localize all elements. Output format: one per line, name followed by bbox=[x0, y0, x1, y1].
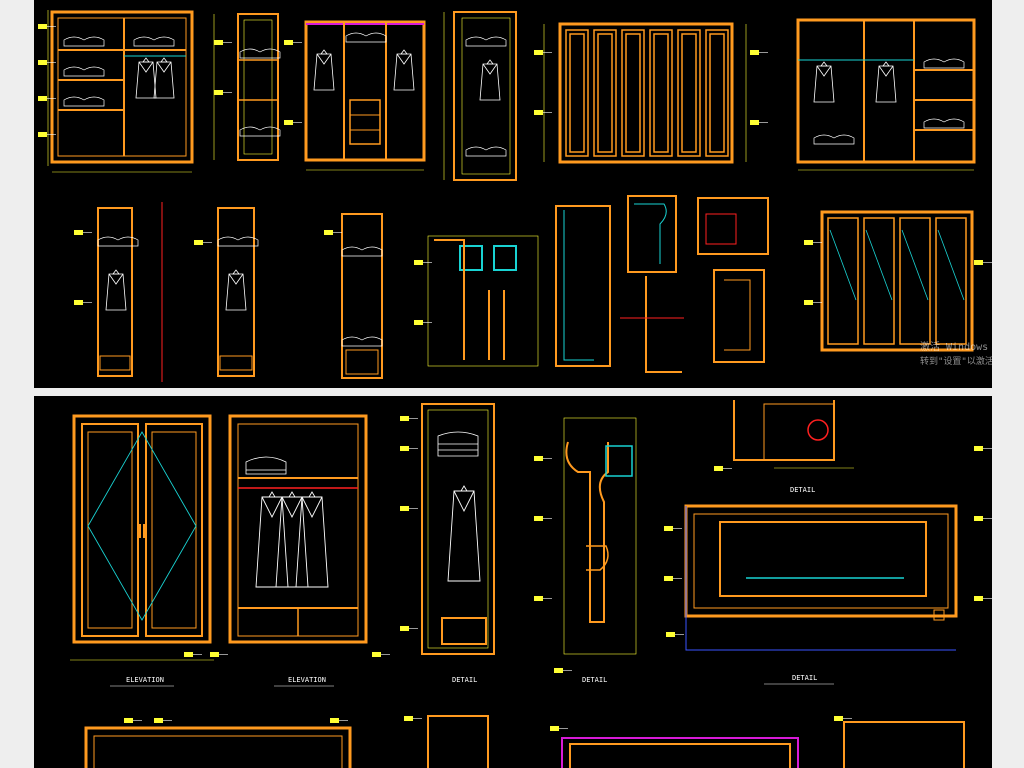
wardrobe-section-4 bbox=[443, 11, 517, 181]
title-elevation-1: ELEVATION bbox=[126, 676, 164, 684]
profile-detail: DETAIL bbox=[563, 417, 637, 684]
wardrobe-elevation-1 bbox=[47, 10, 194, 173]
overlay-line-1: 激活 Windows bbox=[920, 340, 988, 353]
wardrobe-section-2 bbox=[213, 13, 281, 161]
title-detail-4: DETAIL bbox=[792, 674, 817, 682]
wardrobe-section-8 bbox=[217, 207, 259, 377]
wardrobe-elevation-3 bbox=[304, 20, 426, 171]
wardrobe-elevation-6 bbox=[796, 18, 976, 171]
cad-sheet-bottom: ELEVATION ELEVATION DETAIL DETAIL bbox=[34, 396, 992, 768]
double-door-elevation: ELEVATION bbox=[70, 414, 214, 687]
title-elevation-2: ELEVATION bbox=[288, 676, 326, 684]
tall-section-detail: DETAIL bbox=[421, 403, 495, 684]
door-elevation-5 bbox=[543, 22, 747, 164]
moulding-detail-12 bbox=[620, 195, 684, 373]
corner-detail-13 bbox=[697, 197, 769, 363]
dimension-tags-bottom bbox=[123, 415, 992, 732]
wardrobe-section-9 bbox=[341, 213, 383, 379]
cad-sheet-top: 激活 Windows 转到"设置"以激活 bbox=[34, 0, 992, 388]
windows-activation-overlay: 激活 Windows 转到"设置"以激活 bbox=[920, 340, 992, 367]
door-elevation-14 bbox=[820, 210, 974, 352]
corner-circle-detail: DETAIL bbox=[733, 400, 854, 494]
profile-detail-11 bbox=[555, 205, 611, 367]
cabinet-plan-detail: DETAIL bbox=[684, 504, 958, 685]
title-detail-2: DETAIL bbox=[582, 676, 607, 684]
cad-drawing-top: 激活 Windows 转到"设置"以激活 bbox=[37, 10, 992, 382]
open-wardrobe-elevation: ELEVATION bbox=[228, 414, 368, 687]
cabinet-detail-10 bbox=[427, 235, 539, 367]
cad-drawing-bottom: ELEVATION ELEVATION DETAIL DETAIL bbox=[70, 400, 992, 768]
wardrobe-section-7 bbox=[97, 202, 163, 382]
partial-views-bottom bbox=[84, 715, 965, 768]
overlay-line-2: 转到"设置"以激活 bbox=[920, 355, 992, 367]
title-detail-1: DETAIL bbox=[452, 676, 477, 684]
title-detail-3: DETAIL bbox=[790, 486, 815, 494]
